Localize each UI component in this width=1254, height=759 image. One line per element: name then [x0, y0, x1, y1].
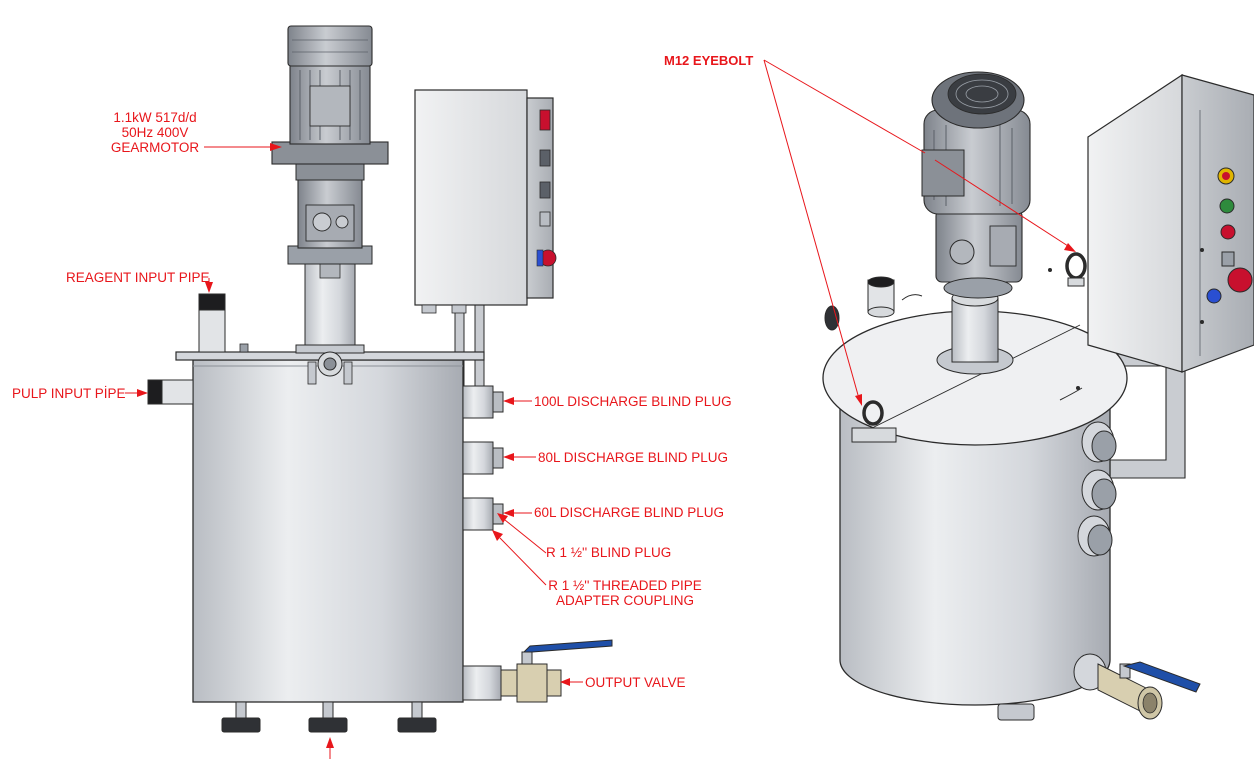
- leader-blind-plug: [504, 519, 547, 554]
- leader-adapter: [499, 537, 547, 586]
- switch-icon: [1221, 251, 1235, 267]
- lamp-green: [1219, 198, 1235, 214]
- switch-icon: [539, 181, 551, 199]
- output-valve-icon: [462, 639, 613, 703]
- emergency-stop-icon: [1227, 267, 1253, 293]
- adapter-label-line1: R 1 ½'' THREADED PIPE: [548, 578, 702, 593]
- iso-discharge-plugs: [1077, 421, 1117, 557]
- pulp-pipe: [147, 379, 194, 405]
- control-box-front: [414, 89, 557, 314]
- leader-eyebolt-left: [763, 59, 859, 396]
- valve-handle: [1122, 661, 1201, 693]
- reagent-pipe: [198, 293, 249, 353]
- switch-icon: [539, 149, 551, 167]
- arrow-adapter: [492, 530, 503, 541]
- iso-gearmotor-icon: [921, 71, 1031, 215]
- tank-body: [192, 359, 464, 703]
- arrow-eyebolt-lid: [1064, 243, 1076, 252]
- arrow-gearmotor: [270, 143, 282, 151]
- gearmotor-label-line1: 1.1kW 517d/d: [113, 110, 197, 125]
- discharge-plug-80l: [462, 441, 504, 475]
- arrow-bottom: [326, 737, 334, 748]
- arrow-output-valve: [560, 678, 570, 686]
- discharge-100-label: 100L DISCHARGE BLIND PLUG: [534, 394, 732, 409]
- adapter-label-line2: ADAPTER COUPLING: [555, 593, 695, 608]
- gearmotor-label: 1.1kW 517d/d 50Hz 400V GEARMOTOR: [104, 110, 206, 155]
- iso-output-valve-icon: [1073, 653, 1201, 720]
- discharge-plug-60l: [462, 497, 504, 531]
- arrow-reagent: [205, 282, 213, 293]
- arrow-100l: [503, 397, 514, 405]
- arrow-60l: [503, 509, 514, 517]
- valve-handle: [522, 639, 613, 653]
- lamp-red: [1220, 224, 1236, 240]
- isometric-view: [822, 71, 1254, 721]
- leader-eyebolt-motor: [763, 59, 926, 154]
- reagent-input-label: REAGENT INPUT PIPE: [66, 270, 210, 285]
- motor-fan-cover: [287, 25, 373, 67]
- tank-feet: [221, 701, 437, 733]
- front-view: [147, 25, 613, 733]
- switch-icon: [539, 211, 551, 227]
- arrow-eyebolt-left: [855, 394, 862, 406]
- terminal-box: [921, 149, 965, 197]
- arrow-blind-plug: [497, 513, 508, 523]
- shaft-housing: [295, 261, 365, 385]
- arrow-80l: [503, 453, 514, 461]
- eyebolt-label: M12 EYEBOLT: [664, 53, 754, 68]
- discharge-60-label: 60L DISCHARGE BLIND PLUG: [534, 505, 725, 520]
- eyebolt-icon: [851, 400, 897, 443]
- gearbox: [287, 163, 373, 265]
- lamp-red: [539, 109, 551, 131]
- output-valve-label: OUTPUT VALVE: [585, 675, 686, 690]
- adapter-coupling-label: R 1 ½'' THREADED PIPE ADAPTER COUPLING: [540, 578, 710, 608]
- leader-eyebolt-lid: [934, 159, 1069, 247]
- iso-control-box: [1087, 73, 1254, 373]
- gearmotor-label-line2: 50Hz 400V: [121, 125, 189, 140]
- blind-plug-label: R 1 ½'' BLIND PLUG: [546, 545, 672, 560]
- eyebolt-icon: [1065, 252, 1087, 287]
- iso-gearbox: [935, 209, 1023, 299]
- gearmotor-icon: [271, 25, 389, 165]
- callout-leaders: [125, 59, 1076, 759]
- pulp-input-label: PULP INPUT PİPE: [12, 386, 126, 401]
- box-support-leg: [474, 299, 485, 389]
- lamp-blue: [536, 249, 544, 267]
- gearmotor-label-line3: GEARMOTOR: [110, 140, 200, 155]
- discharge-plug-100l: [462, 385, 504, 419]
- lamp-blue: [1206, 288, 1222, 304]
- discharge-80-label: 80L DISCHARGE BLIND PLUG: [538, 450, 729, 465]
- arrow-pulp: [137, 389, 148, 397]
